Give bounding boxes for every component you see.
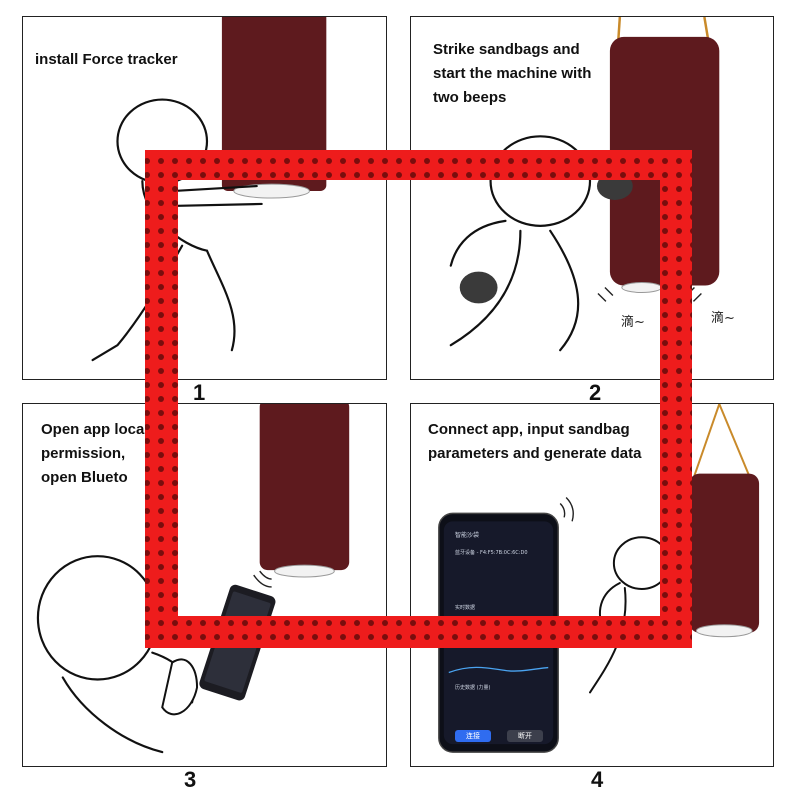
sandbag-icon: [259, 404, 350, 571]
hand-icon: [161, 658, 199, 716]
rope-icon: [693, 404, 751, 476]
beep-sound-effect: 滴~: [621, 315, 645, 330]
step-number-2: 2: [589, 380, 602, 405]
panel-2-caption: Strike sandbags and start the machine wi…: [433, 38, 591, 110]
sound-wave-icon: [559, 496, 574, 522]
panel-4-caption: Connect app, input sandbag parameters an…: [428, 418, 641, 466]
figure-holding-phone-icon: [36, 555, 195, 754]
force-graph-line: [448, 666, 549, 674]
caption-line: Connect app, input sandbag: [428, 421, 630, 438]
panel-4-connect: 智能沙袋 蓝牙设备 - F4:F5:7B:0C:6C:D0 实时数据 历史数据 …: [410, 403, 774, 767]
step-number-1: 1: [193, 380, 206, 405]
caption-line: start the machine with: [433, 65, 592, 82]
force-tracker-icon: [695, 624, 753, 638]
caption-line: parameters and generate data: [428, 445, 642, 462]
smartphone-icon: [199, 584, 276, 701]
panel-3-open-app: Open app loca permission, open Blueto: [22, 403, 387, 767]
figure-punching-icon: [589, 536, 671, 694]
caption-line: Strike sandbags and: [433, 41, 580, 58]
force-tracker-icon: [274, 564, 335, 578]
figure-punching-icon: [449, 135, 592, 352]
caption-line: permission,: [41, 445, 126, 462]
phone-app-title: 智能沙袋: [455, 532, 480, 539]
force-tracker-icon: [621, 282, 663, 293]
caption-line: Open app loca: [41, 421, 145, 438]
sandbag-icon: [689, 473, 760, 633]
caption-line: install Force tracker: [35, 51, 178, 68]
boxing-glove-icon: [596, 172, 633, 200]
panel-1-install: install Force tracker: [22, 16, 387, 380]
step-number-4: 4: [591, 767, 604, 792]
phone-realtime-section: 实时数据: [455, 605, 476, 611]
sandbag-icon: [221, 17, 327, 192]
disconnect-button[interactable]: 断开: [507, 730, 543, 742]
panel-2-strike: Strike sandbags and start the machine wi…: [410, 16, 774, 380]
caption-line: open Blueto: [41, 469, 128, 486]
beep-sound-effect: 滴~: [711, 311, 735, 326]
boxing-glove-icon: [459, 271, 498, 304]
panel-3-caption: Open app loca permission, open Blueto: [41, 418, 144, 490]
phone-device-name: 蓝牙设备 - F4:F5:7B:0C:6C:D0: [455, 550, 528, 556]
panel-1-caption: install Force tracker: [35, 48, 178, 72]
sandbag-icon: [609, 36, 720, 286]
connect-button[interactable]: 连接: [455, 730, 491, 742]
sound-wave-icon: [253, 570, 272, 588]
step-number-3: 3: [184, 767, 197, 792]
caption-line: two beeps: [433, 89, 507, 106]
phone-history-section: 历史数据 (力量): [455, 685, 491, 691]
